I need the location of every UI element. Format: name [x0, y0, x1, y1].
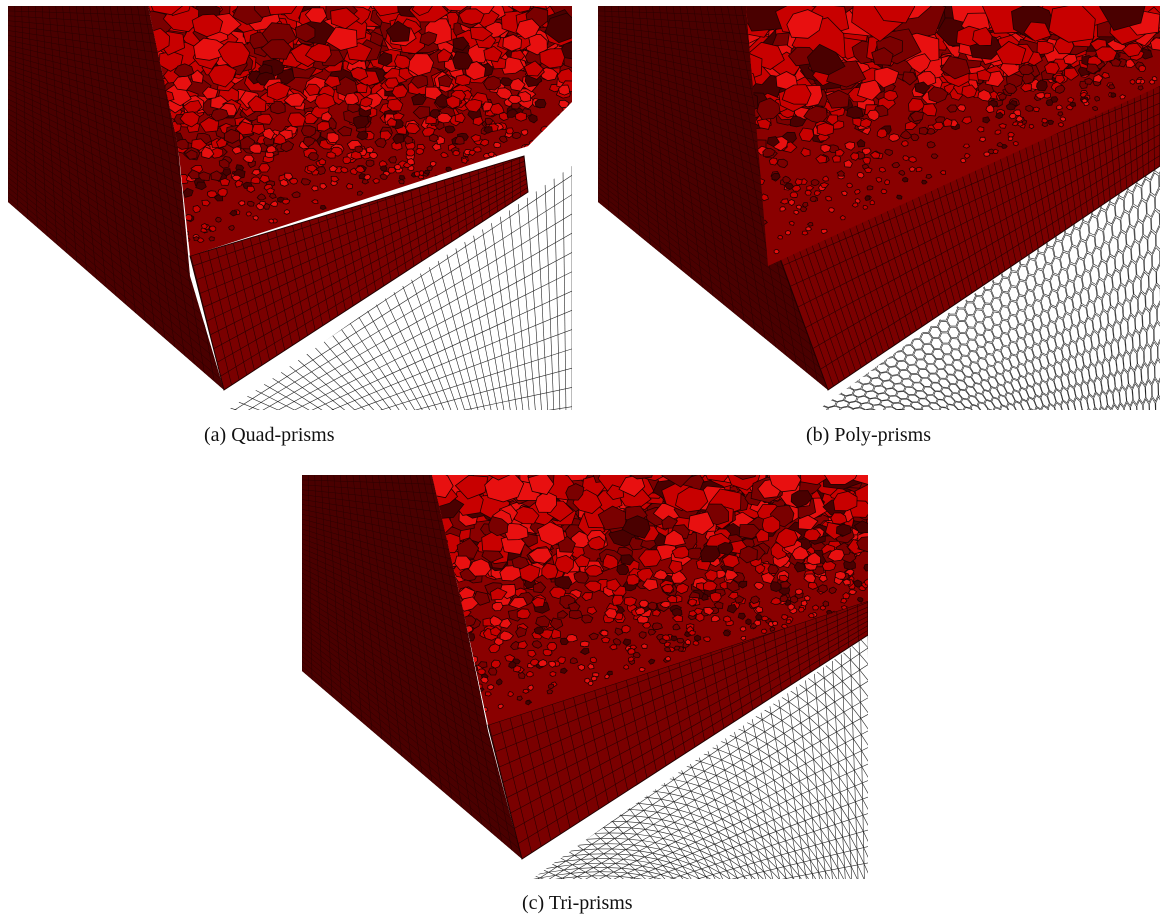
caption-b: (b) Poly-prisms [806, 424, 931, 446]
caption-a: (a) Quad-prisms [204, 424, 335, 446]
polyhedral-cell-region [148, 6, 572, 256]
left-volume-face [302, 475, 522, 859]
mesh-render-a [8, 6, 572, 410]
mesh-render-c [302, 475, 868, 879]
polyhedral-cell-region [746, 6, 1160, 266]
figure-a-quad-prisms [8, 6, 572, 410]
front-prism-face [189, 155, 529, 391]
left-volume-face [598, 6, 828, 390]
caption-c: (c) Tri-prisms [522, 892, 633, 914]
ground-surface-mesh [818, 156, 1160, 410]
figure-c-tri-prisms [302, 475, 868, 879]
figure-b-poly-prisms [598, 6, 1160, 410]
ground-surface-mesh [532, 635, 868, 879]
front-prism-face [487, 600, 868, 860]
left-volume-face [8, 6, 224, 390]
mesh-render-b [598, 6, 1160, 410]
